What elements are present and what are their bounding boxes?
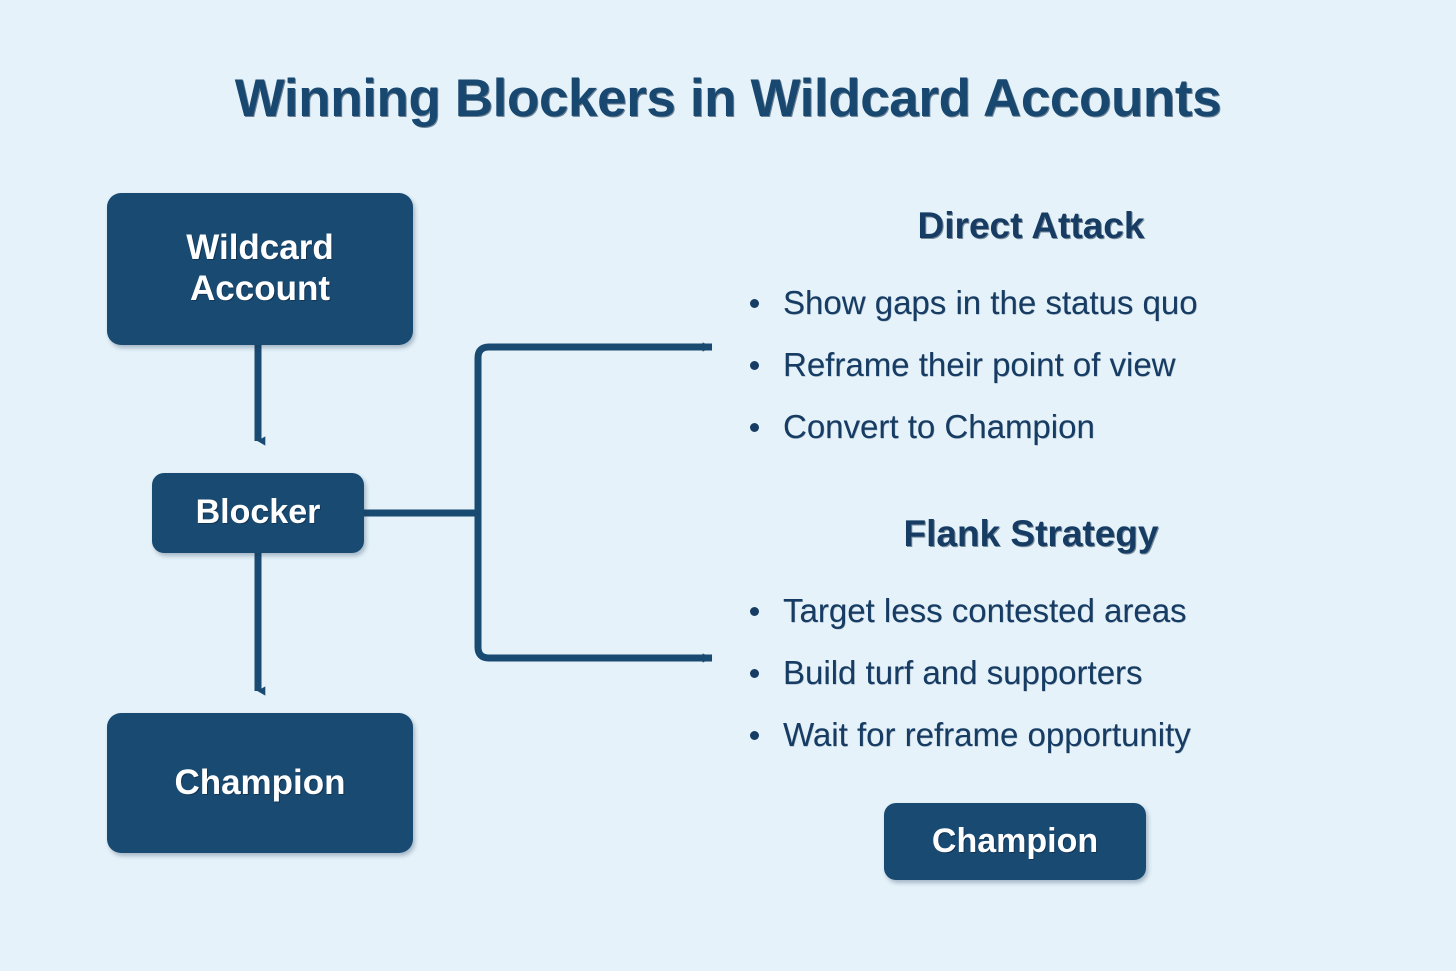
node-label-line-1: Wildcard xyxy=(186,228,334,268)
list-item-label: Build turf and supporters xyxy=(783,654,1143,691)
list-item: Build turf and supporters xyxy=(747,642,1191,704)
node-champion-right-label: Champion xyxy=(931,821,1099,860)
node-blocker[interactable]: Blocker xyxy=(152,473,364,553)
node-champion-left-label: Champion xyxy=(174,762,346,802)
list-item: Wait for reframe opportunity xyxy=(747,704,1191,766)
bullet-list-flank-strategy: Target less contested areas Build turf a… xyxy=(747,580,1191,766)
heading-flank-strategy: Flank Strategy xyxy=(903,513,1159,554)
bullet-list-direct-attack: Show gaps in the status quo Reframe thei… xyxy=(747,272,1198,458)
node-label-line-2: Account xyxy=(190,269,330,308)
list-item: Convert to Champion xyxy=(747,396,1198,458)
list-item-label: Wait for reframe opportunity xyxy=(783,716,1191,753)
list-item: Reframe their point of view xyxy=(747,334,1198,396)
node-champion-right[interactable]: Champion xyxy=(884,803,1146,880)
list-item-label: Convert to Champion xyxy=(783,408,1095,445)
node-champion-left[interactable]: Champion xyxy=(107,713,413,853)
node-wildcard-account[interactable]: Wildcard Account xyxy=(107,193,413,345)
bullet-dot-icon xyxy=(750,423,759,432)
list-item: Show gaps in the status quo xyxy=(747,272,1198,334)
bullet-dot-icon xyxy=(750,299,759,308)
list-item-label: Target less contested areas xyxy=(783,592,1187,629)
node-wildcard-account-label: Wildcard Account xyxy=(186,228,334,309)
bullet-dot-icon xyxy=(750,731,759,740)
bullet-dot-icon xyxy=(750,669,759,678)
connector-blocker-to-flank-strategy xyxy=(474,513,713,663)
node-blocker-label: Blocker xyxy=(195,493,321,532)
list-item-label: Reframe their point of view xyxy=(783,346,1176,383)
connector-blocker-to-direct-attack xyxy=(474,342,713,513)
list-item-label: Show gaps in the status quo xyxy=(783,284,1198,321)
bullet-dot-icon xyxy=(750,361,759,370)
bullet-dot-icon xyxy=(750,607,759,616)
page-title: Winning Blockers in Wildcard Accounts xyxy=(234,69,1222,128)
list-item: Target less contested areas xyxy=(747,580,1191,642)
heading-direct-attack: Direct Attack xyxy=(917,205,1145,246)
